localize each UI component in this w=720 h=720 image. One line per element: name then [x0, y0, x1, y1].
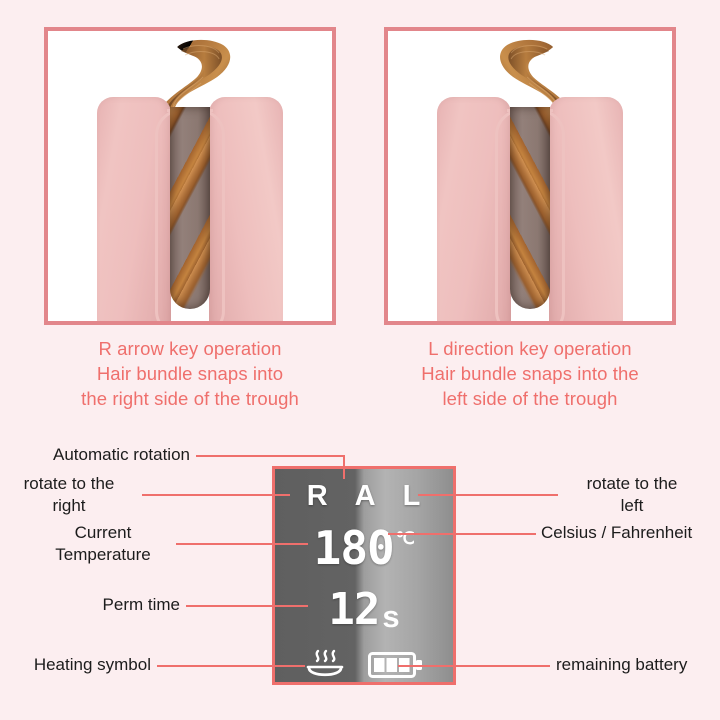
- temperature-unit-icon: ℃: [395, 529, 415, 548]
- leader-current-temperature: [176, 543, 308, 545]
- annotation-automatic-rotation: Automatic rotation: [10, 444, 190, 466]
- caption-r-operation: R arrow key operation Hair bundle snaps …: [40, 336, 340, 411]
- annotation-perm-time: Perm time: [56, 594, 180, 616]
- trough-inner-shadow: [170, 107, 210, 309]
- leader-rotate-right: [142, 494, 290, 496]
- curler-device-graphic: [437, 97, 623, 321]
- annotation-label-line: rotate to the: [23, 474, 115, 493]
- product-photo-r-operation: [48, 31, 332, 321]
- caption-line: Hair bundle snaps into: [96, 363, 284, 384]
- temperature-value: 180: [313, 521, 395, 575]
- leader-automatic-rotation-v: [343, 455, 345, 479]
- caption-line: left side of the trough: [442, 388, 618, 409]
- indicator-automatic-rotation: A: [354, 479, 377, 512]
- annotation-rotate-left: rotate to the left: [562, 473, 702, 517]
- direction-indicator-row: R A L: [275, 475, 453, 517]
- curler-trough-right-side: [170, 107, 210, 309]
- photo-frame-r-operation: [44, 27, 336, 325]
- caption-l-operation: L direction key operation Hair bundle sn…: [380, 336, 680, 411]
- perm-time-unit: s: [382, 599, 400, 634]
- temperature-readout: 180 ℃: [275, 519, 453, 577]
- perm-time-readout: 12 s: [275, 581, 453, 639]
- caption-line: R arrow key operation: [98, 338, 282, 359]
- wrapped-hair-highlight: [170, 107, 210, 309]
- leader-automatic-rotation-h: [196, 455, 344, 457]
- annotation-label-line: Temperature: [55, 545, 151, 564]
- annotation-heating-symbol: Heating symbol: [4, 654, 151, 676]
- leader-perm-time: [186, 605, 308, 607]
- leader-rotate-left: [418, 494, 558, 496]
- annotation-label: remaining battery: [556, 655, 688, 674]
- leader-remaining-battery: [398, 665, 550, 667]
- indicator-rotate-left: L: [402, 479, 422, 512]
- leader-celsius-fahrenheit: [388, 533, 536, 535]
- annotation-remaining-battery: remaining battery: [556, 654, 720, 676]
- annotation-celsius-fahrenheit: Celsius / Fahrenheit: [541, 522, 720, 544]
- curler-device-graphic: [97, 97, 283, 321]
- annotation-current-temperature: Current Temperature: [34, 522, 172, 566]
- trough-inner-shadow: [510, 107, 550, 309]
- photo-frame-l-operation: [384, 27, 676, 325]
- annotation-rotate-right: rotate to the right: [0, 473, 138, 517]
- leader-heating-symbol: [157, 665, 305, 667]
- caption-line: L direction key operation: [428, 338, 632, 359]
- caption-line: Hair bundle snaps into the: [421, 363, 639, 384]
- caption-line: the right side of the trough: [81, 388, 299, 409]
- annotation-label-line: right: [52, 496, 86, 515]
- annotation-label-line: left: [620, 496, 644, 515]
- curler-trough-left-side: [510, 107, 550, 309]
- annotation-label: Heating symbol: [33, 655, 151, 674]
- lcd-display-panel: R A L 180 ℃ 12 s: [272, 466, 456, 685]
- annotation-label-line: rotate to the: [586, 474, 678, 493]
- indicator-rotate-right: R: [306, 479, 329, 512]
- perm-time-value: 12: [328, 584, 380, 635]
- product-photo-l-operation: [388, 31, 672, 321]
- annotation-label: Perm time: [102, 595, 180, 614]
- annotation-label-line: Current: [74, 523, 132, 542]
- annotation-label: Automatic rotation: [52, 445, 190, 464]
- annotation-label: Celsius / Fahrenheit: [541, 523, 693, 542]
- hot-steam-icon: [304, 648, 346, 682]
